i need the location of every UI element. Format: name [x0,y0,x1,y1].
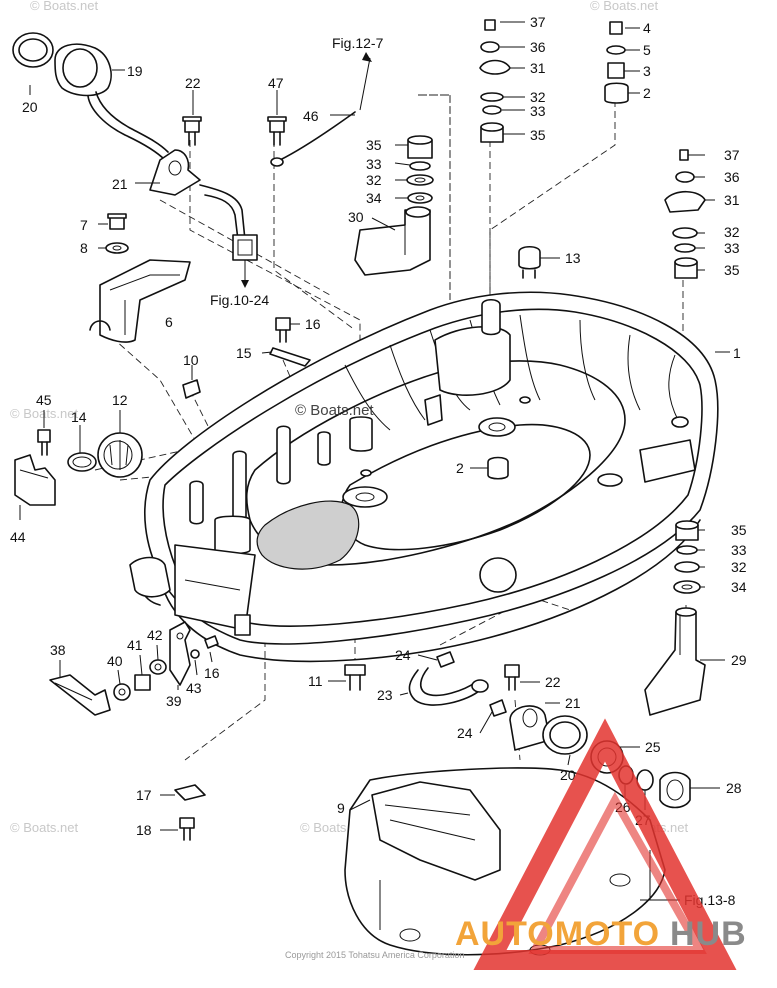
callout-label: 21 [112,176,128,192]
callout-label: 24 [395,647,411,663]
callout-label: 46 [303,108,319,124]
callout-label: 32 [530,89,546,105]
copyright-text: Copyright 2015 Tohatsu America Corporati… [285,950,464,960]
callout-label: 8 [80,240,88,256]
parts-lower-left [14,379,366,841]
brand-text-primary: AUTOMOTO [455,915,660,953]
callout-label: 24 [457,725,473,741]
callout-label: 22 [545,674,561,690]
callout-label: 33 [530,103,546,119]
callout-label: 29 [731,652,747,668]
callout-label: 45 [36,392,52,408]
figure-ref: Fig.10-24 [210,292,269,308]
bottom-plate-9 [344,767,666,956]
callout-label: 33 [366,156,382,172]
callout-label: 28 [726,780,742,796]
callout-label: 19 [127,63,143,79]
callout-label: 30 [348,209,364,225]
callout-label: 44 [10,529,26,545]
cap-28 [659,771,691,809]
callout-label: 31 [724,192,740,208]
parts-upper-left [12,32,356,343]
callout-label: 40 [107,653,123,669]
callout-label: 33 [724,240,740,256]
bottom-cowl [129,291,719,663]
bracket-44 [14,454,56,506]
callout-label: 7 [80,217,88,233]
watermark-text: © Boats.net [10,820,79,835]
latch-39 [169,621,191,686]
watermark-text: © Boats.net [30,0,99,13]
callout-label: 43 [186,680,202,696]
callout-label: 2 [643,85,651,101]
callout-label: 16 [204,665,220,681]
callout-label: 35 [366,137,382,153]
callout-label: 6 [165,314,173,330]
brand-logo: AUTOMOTO HUB [455,718,747,970]
leader-lines [19,21,730,901]
callout-label: 32 [724,224,740,240]
callout-label: 35 [530,127,546,143]
parts-stack-top [269,19,629,480]
watermark-center: © Boats.net [295,402,374,419]
callout-label: 34 [731,579,747,595]
callout-label: 21 [565,695,581,711]
callout-label: 47 [268,75,284,91]
parts-stack-right [664,149,706,279]
callout-label: 20 [22,99,38,115]
callout-label: 4 [643,20,651,36]
callout-label: 17 [136,787,152,803]
callout-label: 41 [127,637,143,653]
connector [232,234,258,261]
callout-label: 2 [456,460,464,476]
callout-label: 16 [305,316,321,332]
callout-label: 37 [724,147,740,163]
callout-label: 34 [366,190,382,206]
parts-stack-center [354,135,434,276]
callout-label: 32 [366,172,382,188]
callout-label: 12 [112,392,128,408]
callout-label: 9 [337,800,345,816]
callout-label: 32 [731,559,747,575]
brand-text-secondary: HUB [670,915,747,953]
callout-label: 20 [560,767,576,783]
callout-label: 35 [731,522,747,538]
callout-label: 5 [643,42,651,58]
callout-label: 11 [308,673,323,689]
callout-label: 15 [236,345,252,361]
mount-29 [644,611,706,716]
callout-label: 22 [185,75,201,91]
figure-ref: Fig.12-7 [332,35,384,51]
callout-label: 10 [183,352,199,368]
callout-label: 18 [136,822,152,838]
callout-label: 14 [71,409,87,425]
mount-30 [354,209,431,276]
callout-label: 31 [530,60,546,76]
callout-label: 33 [731,542,747,558]
callout-labels: 20 19 22 47 46 21 7 8 6 37 36 31 32 33 3… [10,14,747,838]
callout-label: 36 [724,169,740,185]
callout-label: 39 [166,693,182,709]
callout-label: 42 [147,627,163,643]
callout-label: 1 [733,345,741,361]
callout-label: 37 [530,14,546,30]
callout-label: 3 [643,63,651,79]
callout-label: 38 [50,642,66,658]
callout-label: 25 [645,739,661,755]
callout-label: 23 [377,687,393,703]
callout-label: 35 [724,262,740,278]
callout-label: 13 [565,250,581,266]
callout-label: 36 [530,39,546,55]
watermark-text: © Boats.net [590,0,659,13]
bracket-21-top [149,149,201,196]
bracket-6 [99,259,191,343]
